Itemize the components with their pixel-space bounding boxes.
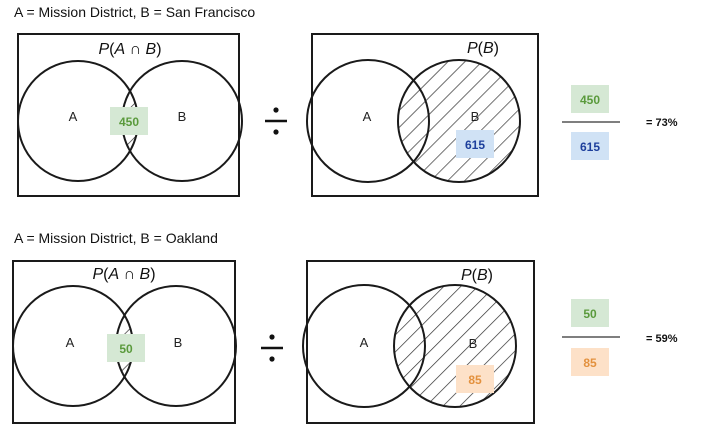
fraction-denominator-box (571, 132, 609, 160)
fraction-denominator: 615 (580, 140, 600, 154)
fraction-numerator-box (571, 85, 609, 113)
circle-a (302, 284, 426, 408)
b-title: P(B) (467, 40, 499, 57)
fraction-denominator-box (571, 348, 609, 376)
b-frame (311, 33, 539, 197)
label-b: B (471, 109, 480, 124)
row-san-francisco: P(A ∩ B) A B 450 P(B) A B (17, 33, 678, 197)
intersection-title: P(A ∩ B) (98, 41, 161, 58)
circle-b (397, 59, 521, 183)
label-b: B (178, 109, 187, 124)
b-panel: P(B) A B 85 (302, 260, 535, 424)
fraction-denominator: 85 (583, 356, 597, 370)
b-panel: P(B) A B 615 (306, 33, 539, 197)
b-value-box (456, 365, 494, 393)
row-oakland: P(A ∩ B) A B 50 P(B) A B (12, 260, 678, 424)
fraction-numerator: 450 (580, 93, 600, 107)
intersection-value: 50 (119, 342, 133, 356)
b-value: 85 (468, 373, 482, 387)
division-sign-icon (261, 334, 283, 362)
label-a: A (66, 335, 75, 350)
intersection-value-box (107, 334, 145, 362)
intersection-panel: P(A ∩ B) A B 450 (17, 33, 243, 197)
label-a: A (69, 109, 78, 124)
label-a: A (363, 109, 372, 124)
result: = 73% (646, 117, 678, 129)
label-b: B (174, 335, 183, 350)
circle-b (393, 284, 517, 408)
circle-a (306, 59, 430, 183)
b-frame (306, 260, 535, 424)
fraction: 450 615 = 73% (562, 85, 678, 160)
label-b: B (469, 336, 478, 351)
intersection-value: 450 (119, 115, 139, 129)
intersection-panel: P(A ∩ B) A B 50 (12, 260, 237, 424)
label-a: A (360, 335, 369, 350)
fraction-numerator: 50 (583, 307, 597, 321)
intersection-value-box (110, 107, 148, 135)
b-value-box (456, 130, 494, 158)
caption-san-francisco: A = Mission District, B = San Francisco (14, 4, 256, 20)
result: = 59% (646, 333, 678, 345)
b-value: 615 (465, 138, 485, 152)
b-title: P(B) (461, 267, 493, 284)
fraction: 50 85 = 59% (562, 299, 678, 376)
caption-oakland: A = Mission District, B = Oakland (14, 230, 218, 246)
division-sign-icon (265, 107, 287, 135)
fraction-numerator-box (571, 299, 609, 327)
intersection-title: P(A ∩ B) (92, 266, 155, 283)
